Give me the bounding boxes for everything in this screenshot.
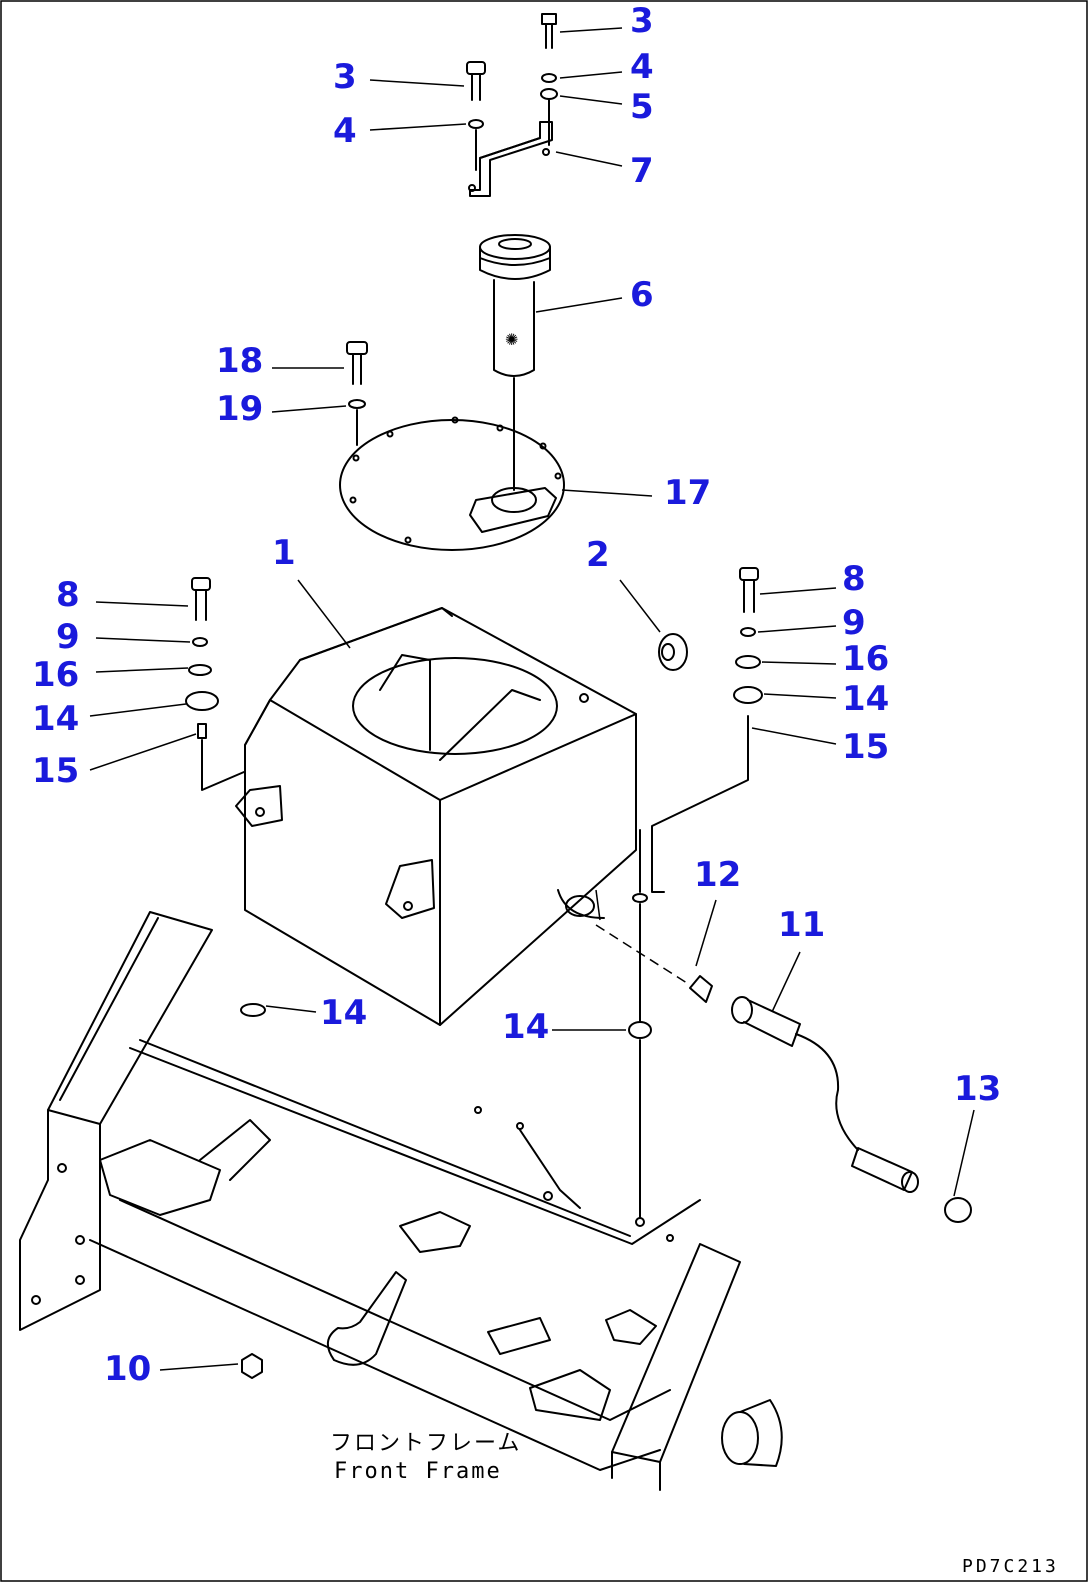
callout-14-bottom-center: 14	[502, 1007, 549, 1047]
callout-16-right: 16	[842, 639, 889, 679]
callout-4-top: 4	[630, 47, 654, 87]
callout-2: 2	[586, 535, 610, 575]
nut-10	[241, 1353, 263, 1379]
callout-6: 6	[630, 275, 654, 315]
callout-4-left: 4	[333, 111, 357, 151]
gauge-icon: ✺	[505, 330, 518, 349]
callout-15-left: 15	[32, 751, 79, 791]
callouts: 3 4 5 7 3 4 6 18 19 17 1 2 8 9 16 14 15 …	[32, 1, 1001, 1389]
left-mount-hardware	[185, 577, 245, 791]
callout-18: 18	[216, 341, 263, 381]
callout-11: 11	[778, 905, 825, 945]
callout-7: 7	[630, 151, 654, 191]
callout-14-right: 14	[842, 679, 889, 719]
tank-body	[235, 607, 637, 1026]
callout-19: 19	[216, 389, 263, 429]
drain-fittings	[595, 924, 972, 1223]
callout-16-left: 16	[32, 655, 79, 695]
leader-lines	[89, 27, 975, 1371]
callout-12: 12	[694, 855, 741, 895]
bracket-assembly	[466, 13, 558, 197]
callout-9-right: 9	[842, 603, 866, 643]
plug-2	[658, 633, 688, 671]
callout-15-right: 15	[842, 727, 889, 767]
callout-9-left: 9	[56, 617, 80, 657]
callout-17: 17	[664, 473, 711, 513]
callout-3-left: 3	[333, 57, 357, 97]
cap-assembly: ✺	[479, 234, 551, 491]
right-mount-hardware	[639, 567, 763, 893]
cover-plate-assembly	[339, 341, 565, 551]
callout-10: 10	[104, 1349, 151, 1389]
drawing-code: PD7C213	[962, 1556, 1059, 1577]
callout-8-left: 8	[56, 575, 80, 615]
callout-14-bottom-left: 14	[320, 993, 367, 1033]
frame-caption-english: Front Frame	[334, 1459, 502, 1484]
callout-14-left: 14	[32, 699, 79, 739]
callout-13: 13	[954, 1069, 1001, 1109]
callout-5: 5	[630, 87, 654, 127]
callout-1: 1	[272, 533, 296, 573]
frame-caption-japanese: フロントフレーム	[330, 1431, 521, 1456]
callout-3-top: 3	[630, 1, 654, 41]
callout-8-right: 8	[842, 559, 866, 599]
front-frame	[19, 911, 783, 1491]
center-mount-line	[240, 893, 652, 1227]
